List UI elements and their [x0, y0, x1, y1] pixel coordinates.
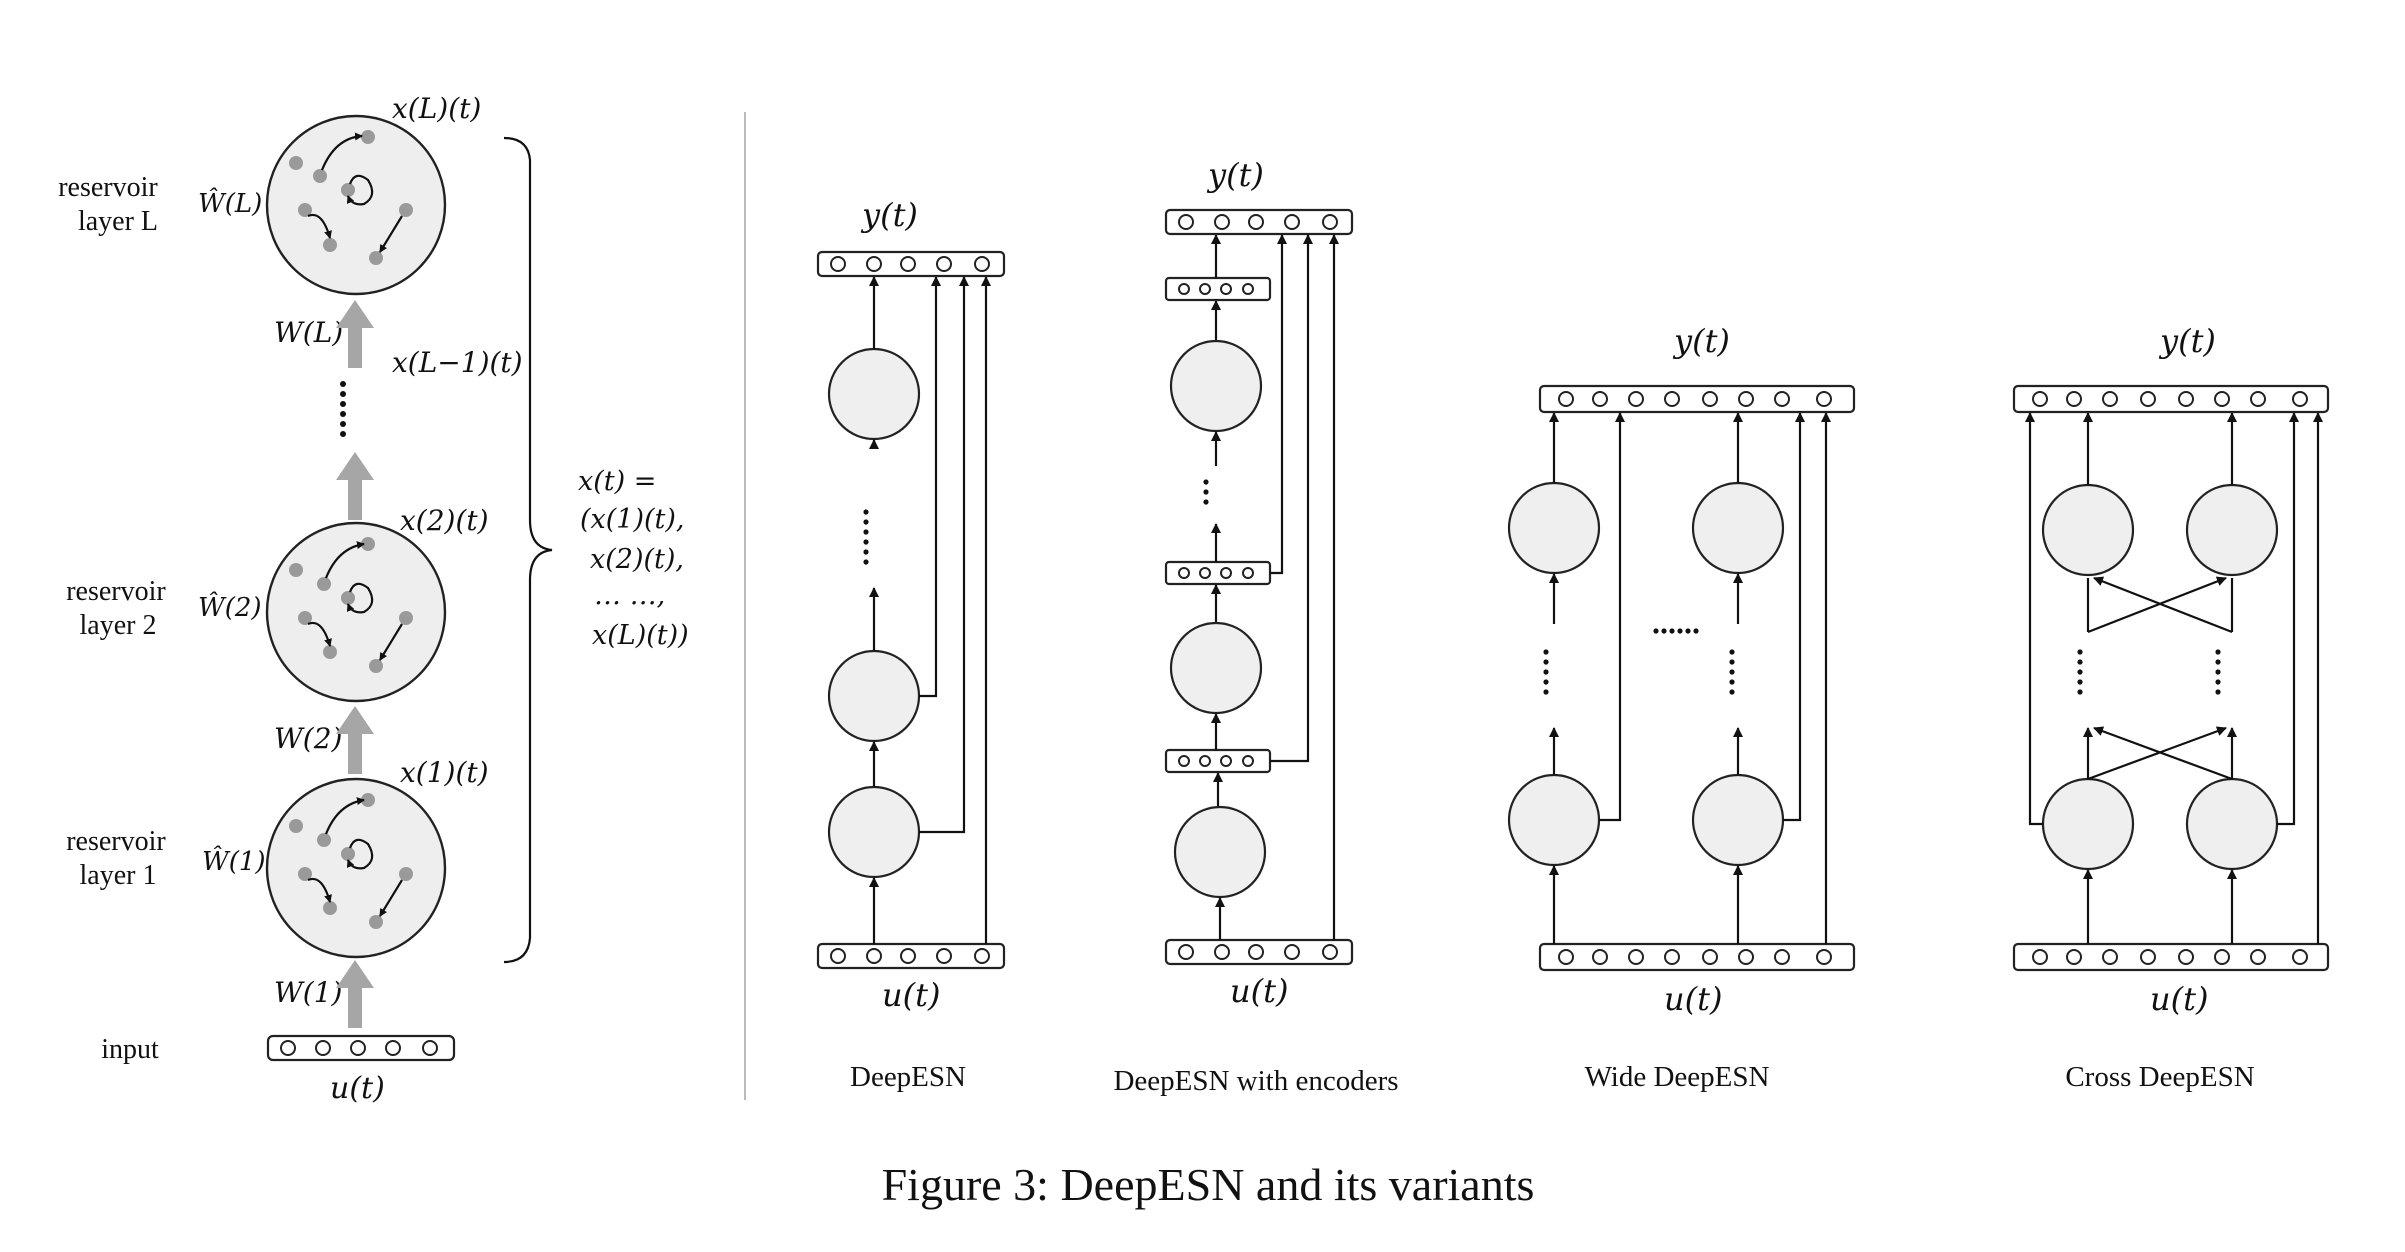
cross-left-ellipsis	[2077, 649, 2083, 695]
deepesn-y-label: y(t)	[860, 196, 918, 234]
encoder-mid	[1164, 560, 1272, 586]
cross-right-top	[2185, 483, 2279, 577]
cross-right-bottom	[2185, 777, 2279, 871]
variant-wide-deepesn: y(t)	[1507, 322, 1856, 1093]
variant-deepesn: y(t) u(t) DeepESN	[816, 196, 1006, 1093]
x-Lm1-label: x(L−1)(t)	[392, 346, 523, 379]
deepesn-caption: DeepESN	[850, 1061, 966, 1093]
state-eq-line-2: (x(1)(t),	[580, 504, 685, 535]
x-2-label: x(2)(t)	[400, 504, 489, 537]
deepesn-ellipsis	[863, 509, 869, 565]
wide-u-label: u(t)	[1664, 980, 1722, 1018]
w-hat-L: Ŵ(L)	[198, 187, 262, 219]
deepesn-layer-top	[827, 347, 921, 441]
reservoir-layer-1	[265, 777, 447, 959]
wide-right-top	[1691, 481, 1785, 575]
state-eq-line-4: … …,	[594, 580, 665, 611]
deepesn-output-vector	[816, 250, 1006, 278]
encoders-layer-top	[1169, 339, 1263, 433]
state-eq-line-5: x(L)(t))	[592, 620, 689, 651]
input-vector	[266, 1034, 456, 1062]
x-1-label: x(1)(t)	[400, 756, 489, 789]
encoder-top	[1164, 276, 1272, 302]
wide-horizontal-ellipsis	[1653, 628, 1699, 634]
encoders-layer-2	[1169, 621, 1263, 715]
wide-right-bottom	[1691, 773, 1785, 867]
wide-output-vector	[1538, 384, 1856, 414]
w-L-label: W(L)	[274, 316, 343, 349]
deepesn-u-label: u(t)	[882, 976, 940, 1014]
state-brace	[503, 136, 553, 964]
encoders-caption: DeepESN with encoders	[1113, 1065, 1398, 1097]
wide-left-ellipsis	[1543, 649, 1549, 695]
w-hat-1: Ŵ(1)	[202, 845, 266, 877]
variant-deepesn-encoders: y(t)	[1113, 156, 1398, 1097]
figure-caption: Figure 3: DeepESN and its variants	[882, 1159, 1535, 1210]
wide-right-ellipsis	[1729, 649, 1735, 695]
encoders-ellipsis	[1203, 479, 1209, 505]
cross-input-vector	[2012, 942, 2330, 972]
encoders-u-label: u(t)	[1230, 972, 1288, 1010]
input-label: input	[101, 1034, 159, 1065]
wide-left-bottom	[1507, 773, 1601, 867]
cross-left-bottom	[2041, 777, 2135, 871]
layer-L-label-2: layer L	[78, 206, 158, 237]
layer-2-label-2: layer 2	[80, 610, 157, 641]
state-eq-line-1: x(t) =	[578, 466, 656, 497]
cross-left-top	[2041, 483, 2135, 577]
wide-input-vector	[1538, 942, 1856, 972]
cross-u-label: u(t)	[2150, 980, 2208, 1018]
layer-L-label-1: reservoir	[58, 172, 158, 203]
wide-left-top	[1507, 481, 1601, 575]
cross-right-ellipsis	[2215, 649, 2221, 695]
deepesn-layer-1	[827, 785, 921, 879]
input-u-label: u(t)	[330, 1071, 385, 1106]
state-eq-line-3: x(2)(t),	[590, 544, 684, 575]
layer-ellipsis	[340, 381, 346, 437]
left-panel: reservoir layer L reservoir layer 2 rese…	[58, 92, 688, 1106]
reservoir-layer-2	[265, 521, 447, 703]
deepesn-layer-2	[827, 649, 921, 743]
cross-caption: Cross DeepESN	[2065, 1061, 2254, 1093]
layer-1-label-2: layer 1	[80, 860, 157, 891]
cross-output-vector	[2012, 384, 2330, 414]
layer-1-label-1: reservoir	[66, 826, 166, 857]
deepesn-input-vector	[816, 942, 1006, 970]
variant-cross-deepesn: y(t) u(t)	[2012, 322, 2330, 1093]
encoders-layer-1	[1173, 805, 1267, 899]
x-L-label: x(L)(t)	[392, 92, 481, 125]
cross-y-label: y(t)	[2158, 322, 2216, 360]
encoders-input-vector	[1164, 938, 1354, 966]
wide-y-label: y(t)	[1672, 322, 1730, 360]
w-hat-2: Ŵ(2)	[198, 591, 262, 623]
encoder-bottom	[1164, 748, 1272, 774]
wide-caption: Wide DeepESN	[1585, 1061, 1770, 1093]
reservoir-layer-L	[265, 114, 447, 296]
w-1-label: W(1)	[274, 976, 342, 1009]
encoders-y-label: y(t)	[1206, 156, 1264, 194]
w-2-label: W(2)	[274, 722, 342, 755]
layer-2-label-1: reservoir	[66, 576, 166, 607]
encoders-output-vector	[1164, 208, 1354, 236]
